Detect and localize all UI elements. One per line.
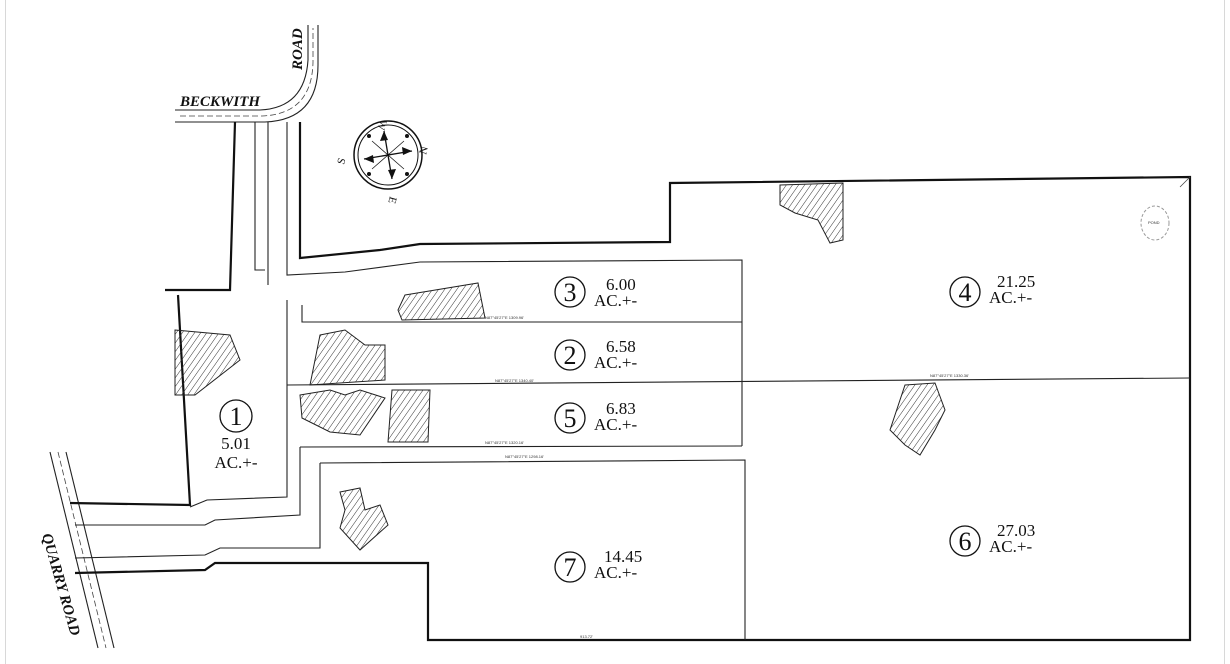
quarry-road: QUARRY ROAD [38,451,115,649]
lot-acres: 21.25 [997,272,1035,291]
lot-number: 5 [564,404,577,433]
wetland-area [779,182,844,244]
dim-lot2-bottom: N87°45'27"E 1340.40' [495,378,534,383]
lot-number: 4 [959,278,972,307]
lot-acres: 6.58 [606,337,636,356]
lot-acres: 6.00 [606,275,636,294]
page-border-right [1224,0,1225,664]
dim-lot7-top: N87°45'27"E 1298.16' [505,454,544,459]
wetland-area [397,282,486,321]
page-border-left [5,0,6,664]
lot-acres: 14.45 [604,547,642,566]
lot-number: 6 [959,527,972,556]
dim-lot3-bottom: N87°45'27"E 1309.96' [485,315,524,320]
wetland-area [339,487,389,551]
lot-3-label: 3 6.00 AC.+- [554,275,637,310]
lot-7-label: 7 14.45 AC.+- [554,547,642,583]
compass-e: E [385,195,398,205]
lot-unit: AC.+- [989,288,1032,307]
dim-lot5-bottom: N87°45'27"E 1320.16' [485,440,524,445]
lot-unit: AC.+- [594,563,637,582]
lot-acres: 5.01 [221,434,251,453]
wetland-area [309,329,386,386]
wetland-areas: POND [174,182,1170,551]
lot-6-label: 6 27.03 AC.+- [949,521,1035,557]
north-arrow-compass: N S E W [335,118,431,205]
wetland-area [387,389,431,443]
dim-south-line: 913.72' [580,634,593,639]
dimension-labels: N87°45'27"E 1309.96' N87°45'27"E 1340.40… [485,315,969,639]
beckwith-road-label: BECKWITH [179,94,261,110]
lot-unit: AC.+- [594,291,637,310]
wetland-area [299,389,386,436]
lot-4-label: 4 21.25 AC.+- [949,272,1035,308]
lot-number: 3 [564,278,577,307]
compass-w: W [374,118,388,132]
lot-unit: AC.+- [594,353,637,372]
wetland-area [889,382,946,456]
lot-acres: 6.83 [606,399,636,418]
lot-number: 7 [564,553,577,582]
lot-unit: AC.+- [214,453,257,472]
lot-2-label: 2 6.58 AC.+- [554,337,637,372]
compass-n: N [417,145,431,156]
lot-number: 2 [564,341,577,370]
compass-s: S [335,157,348,166]
pond-outline [1140,205,1170,241]
lot-acres: 27.03 [997,521,1035,540]
lot-unit: AC.+- [594,415,637,434]
beckwith-road: BECKWITH ROAD [175,25,319,123]
lot-lines [74,122,1191,640]
lot-5-label: 5 6.83 AC.+- [554,399,637,434]
quarry-road-label: QUARRY ROAD [38,532,82,638]
beckwith-road-suffix-label: ROAD [290,28,306,71]
pond-label: POND [1148,220,1160,225]
lot-1-label: 1 5.01 AC.+- [214,399,258,472]
dim-lot4-bottom: N87°45'27"E 1330.36' [930,373,969,378]
wetland-area [174,329,241,396]
lot-number: 1 [230,402,243,431]
lot1-west-boundary [69,121,237,507]
lot-unit: AC.+- [989,537,1032,556]
